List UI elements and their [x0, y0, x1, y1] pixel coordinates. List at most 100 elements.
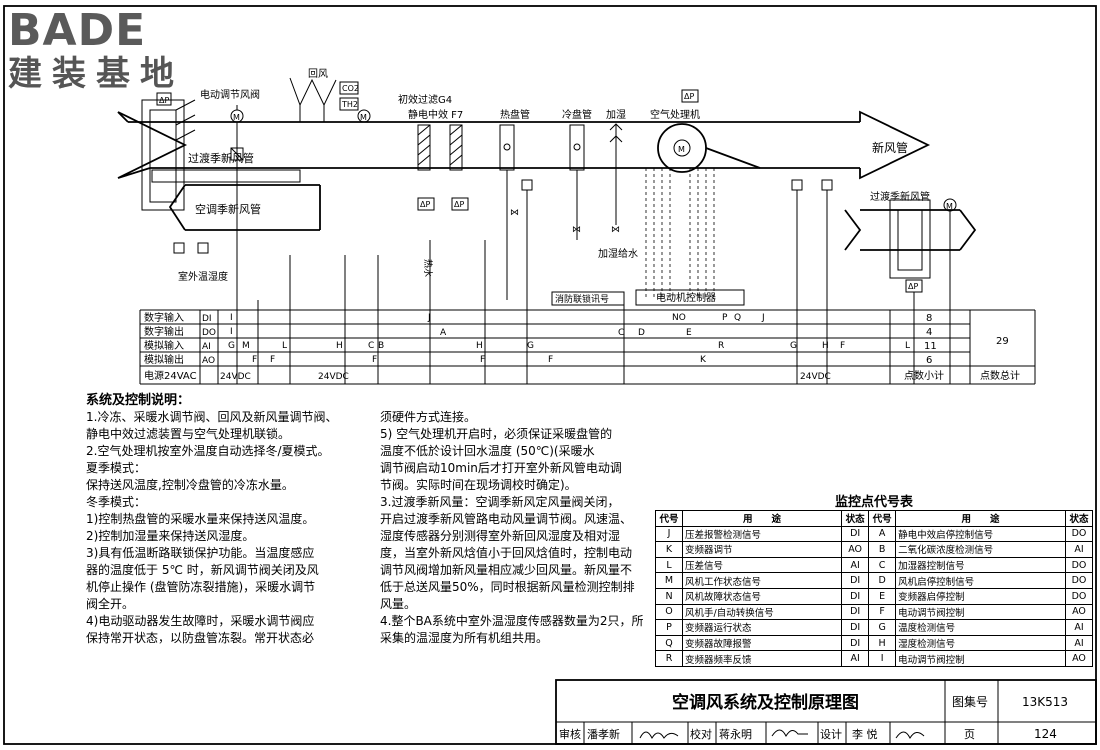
table-cell: 变频器故障报警	[681, 634, 843, 652]
svg-text:G: G	[790, 341, 797, 351]
svg-text:A: A	[440, 328, 447, 338]
io-code-1: DO	[202, 328, 216, 338]
svg-text:M: M	[233, 113, 240, 122]
desc-line: 4)电动驱动器发生故障时，采暖水调节阀应	[86, 614, 315, 628]
desc-line: 4.整个BA系统中室外温湿度传感器数量为2只，所	[380, 614, 644, 628]
desc-line: 2)控制加湿量来保持送风湿度。	[86, 529, 255, 543]
desc-line: 1)控制热盘管的采暖水量来保持送风温度。	[86, 512, 315, 526]
svg-text:H: H	[822, 341, 829, 351]
svg-text:J: J	[427, 313, 431, 323]
io-label-1: 数字输出	[144, 325, 184, 338]
reviewer: 潘孝新	[587, 727, 620, 741]
svg-text:F: F	[252, 355, 257, 365]
humid-sensor-supply	[821, 179, 833, 191]
svg-text:L: L	[905, 341, 910, 351]
svg-text:ΔP: ΔP	[159, 96, 169, 105]
table-cell: DI	[841, 525, 870, 543]
io-count-3: 6	[926, 355, 932, 366]
table-cell: 风机手/自动转换信号	[681, 603, 843, 621]
co2-sensor	[339, 81, 359, 95]
io-total: 29	[996, 336, 1009, 347]
table-cell: A	[868, 525, 897, 543]
io-table-grid	[139, 309, 1036, 385]
return-air-inlet	[289, 77, 337, 122]
atlas-label: 图集号	[952, 694, 988, 709]
logo-brand: BADE	[8, 5, 147, 56]
svg-text:TH2: TH2	[341, 100, 358, 109]
monitor-table-title: 监控点代号表	[835, 495, 914, 510]
humid-feed-label: 加湿给水	[598, 247, 638, 260]
table-cell: DI	[841, 634, 870, 652]
ac-fresh-left-label: 空调季新风管	[195, 202, 261, 216]
svg-text:G: G	[527, 341, 534, 351]
col-header: 用 途	[681, 510, 843, 527]
logo-subtitle: 建装基地	[8, 54, 184, 94]
table-cell: 温度检测信号	[895, 619, 1066, 636]
transition-fresh-right-label: 过渡季新风管	[870, 190, 930, 203]
table-cell: 风机工作状态信号	[681, 572, 843, 589]
svg-text:ΔP: ΔP	[420, 200, 430, 209]
table-cell: DI	[841, 587, 870, 605]
motor-damper-top-label: 电动调节风阀	[200, 88, 260, 101]
desc-line: 度，当室外新风焓值小于回风焓值时，控制电动	[380, 546, 633, 560]
table-cell: DO	[1065, 556, 1093, 574]
table-cell: 湿度检测信号	[895, 634, 1066, 652]
table-cell: AI	[1065, 541, 1093, 558]
table-cell: DO	[1065, 587, 1093, 605]
design-label: 设计	[820, 728, 842, 741]
io-count-2: 11	[924, 341, 937, 352]
desc-line: 2.空气处理机按室外温度自动选择冬/夏模式。	[86, 444, 330, 458]
desc-line: 开启过渡季新风管路电动风量调节阀。风速温、	[380, 512, 633, 526]
io-code-0: DI	[202, 314, 212, 324]
desc-line: 温度不低於设计回水温度 (50℃)(采暖水	[380, 444, 595, 458]
page-label: 页	[964, 728, 975, 741]
table-cell: 风机启停控制信号	[895, 572, 1066, 589]
io-code-3: AO	[202, 356, 215, 366]
table-cell: M	[655, 572, 683, 589]
outdoor-sensors	[173, 242, 209, 254]
table-cell: 压差信号	[681, 556, 843, 574]
svg-text:E: E	[686, 328, 692, 338]
humidify-label: 加湿	[606, 109, 626, 121]
designer-signature	[895, 731, 925, 740]
io-label-3: 模拟输出	[144, 353, 184, 366]
svg-text:F: F	[548, 355, 553, 365]
desc-line: 1.冷冻、采暖水调节阀、回风及新风量调节阀、	[86, 410, 338, 424]
desc-line: 低于总送风量50%，同时根据新风量检测控制排	[380, 580, 635, 594]
io-subtotal-label: 点数小计	[904, 369, 944, 382]
svg-text:CO2: CO2	[342, 84, 359, 93]
motor-controller	[635, 289, 745, 306]
table-cell: N	[655, 587, 683, 605]
table-cell: 变频器调节	[681, 541, 843, 558]
reviewer-signature	[639, 731, 679, 740]
table-cell: R	[655, 650, 683, 667]
table-cell: O	[655, 603, 683, 621]
table-cell: 电动调节阀控制	[895, 650, 1066, 667]
table-cell: L	[655, 556, 683, 574]
desc-line: 风量。	[380, 597, 417, 611]
svg-text:R: R	[718, 341, 724, 351]
filter-g4-label: 初效过滤G4	[398, 93, 452, 106]
svg-text:F: F	[480, 355, 485, 365]
svg-text:B: B	[378, 341, 384, 351]
col-header: 代号	[655, 510, 683, 527]
svg-text:M: M	[678, 145, 685, 154]
desc-line: 机停止操作 (盘管防冻裂措施)，采暖水调节	[86, 580, 316, 594]
desc-line: 冬季模式：	[86, 495, 147, 509]
drawing-title: 空调风系统及控制原理图	[672, 692, 859, 713]
fire-signal-label: 消防联锁讯号	[555, 293, 609, 305]
table-cell: P	[655, 619, 683, 636]
table-cell: 电动调节阀控制	[895, 603, 1066, 621]
desc-line: 采集的温湿度为所有机组共用。	[380, 631, 549, 645]
table-cell: 静电中效启停控制信号	[895, 525, 1066, 543]
svg-text:I: I	[230, 327, 233, 337]
check-label: 校对	[690, 727, 712, 741]
svg-text:P: P	[722, 313, 728, 323]
desc-line: 器的温度低于 5℃ 时，新风调节阀关闭及风	[86, 563, 319, 577]
io-code-2: AI	[202, 342, 211, 352]
